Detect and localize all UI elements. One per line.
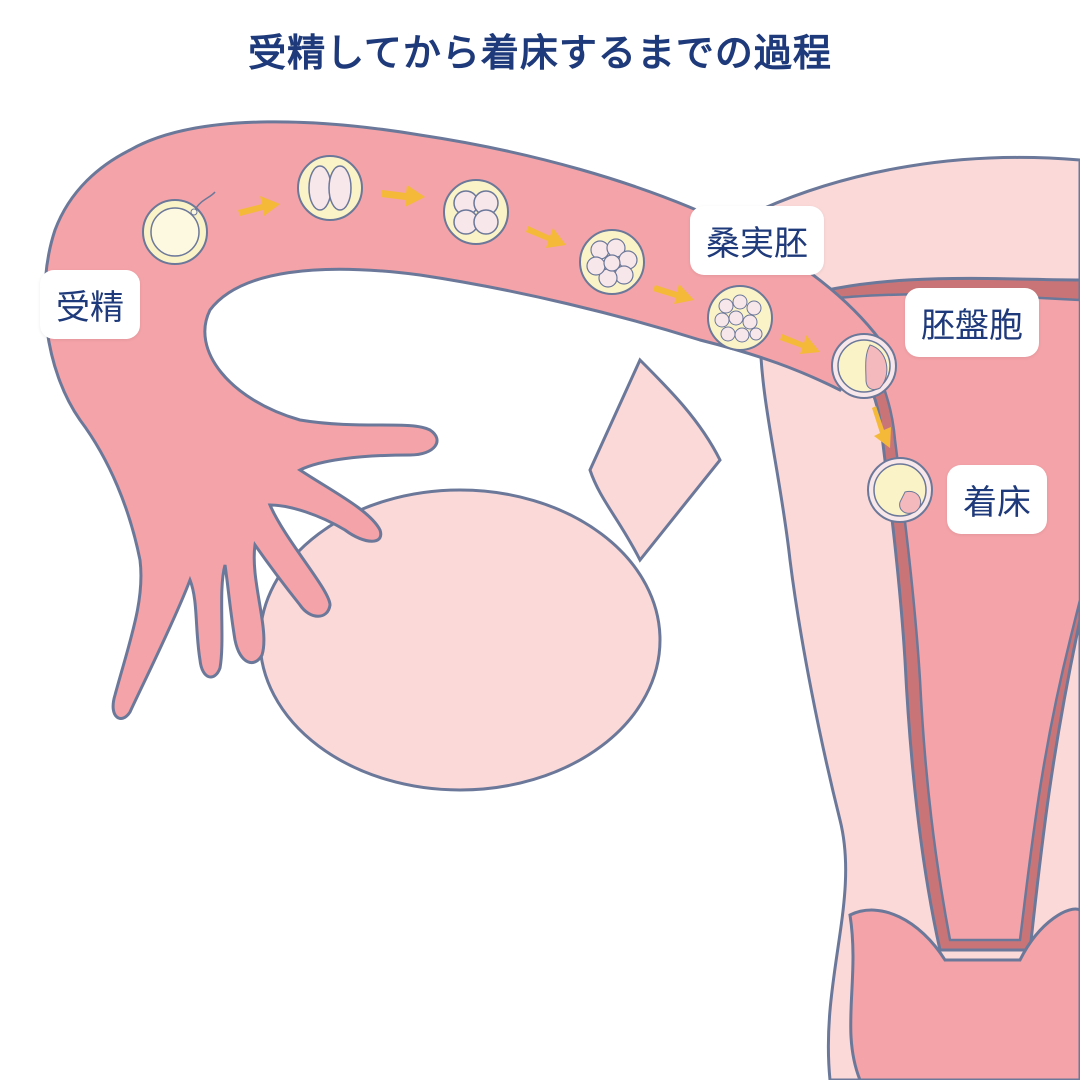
arrow-2 (381, 185, 425, 207)
blastocyst (831, 333, 897, 399)
ovarian-ligament (588, 357, 722, 563)
uterine-cavity (816, 292, 1080, 942)
page-title: 受精してから着床するまでの過程 (248, 31, 832, 75)
label-blastocyst: 胚盤胞 (905, 288, 1039, 357)
cervix (848, 907, 1080, 1080)
arrow-5 (780, 334, 820, 354)
implanting-blastocyst (867, 457, 933, 523)
arrow-6 (872, 406, 891, 448)
zygote (142, 191, 216, 265)
two-cell-embryo (297, 155, 363, 221)
eight-cell-embryo (579, 229, 645, 295)
arrow-4 (653, 284, 694, 304)
morula (707, 285, 773, 351)
label-implantation: 着床 (947, 465, 1047, 534)
ovary (258, 488, 662, 792)
arrow-3 (526, 226, 566, 248)
four-cell-embryo (443, 179, 509, 245)
label-fertilization: 受精 (40, 270, 140, 339)
arrow-1 (238, 196, 280, 216)
label-morula: 桑実胚 (690, 206, 824, 275)
fallopian-tube (43, 120, 882, 720)
